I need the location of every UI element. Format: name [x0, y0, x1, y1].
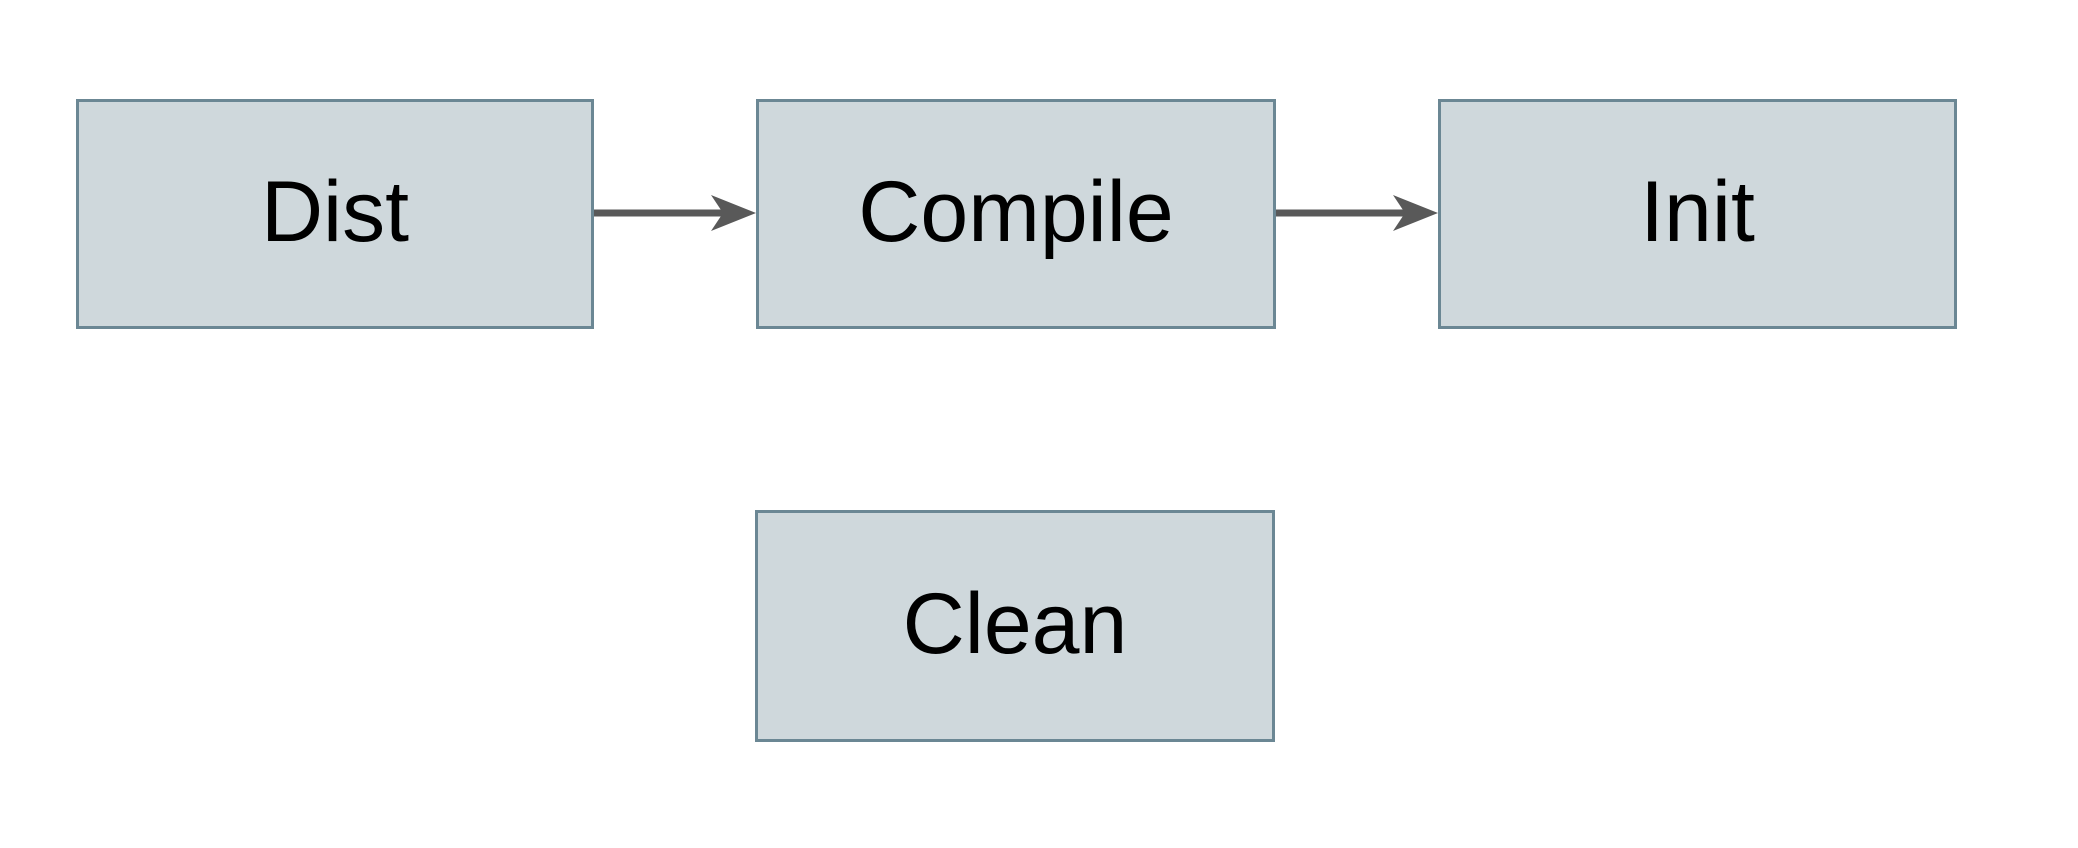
- node-dist: Dist: [76, 99, 594, 329]
- edge-compile-to-init: [1276, 195, 1438, 231]
- node-clean-label: Clean: [902, 576, 1128, 672]
- edge-dist-to-compile: [594, 195, 756, 231]
- node-compile-label: Compile: [858, 164, 1174, 260]
- node-dist-label: Dist: [260, 164, 410, 260]
- node-init-label: Init: [1640, 164, 1755, 260]
- node-init: Init: [1438, 99, 1957, 329]
- node-compile: Compile: [756, 99, 1276, 329]
- node-clean: Clean: [755, 510, 1275, 742]
